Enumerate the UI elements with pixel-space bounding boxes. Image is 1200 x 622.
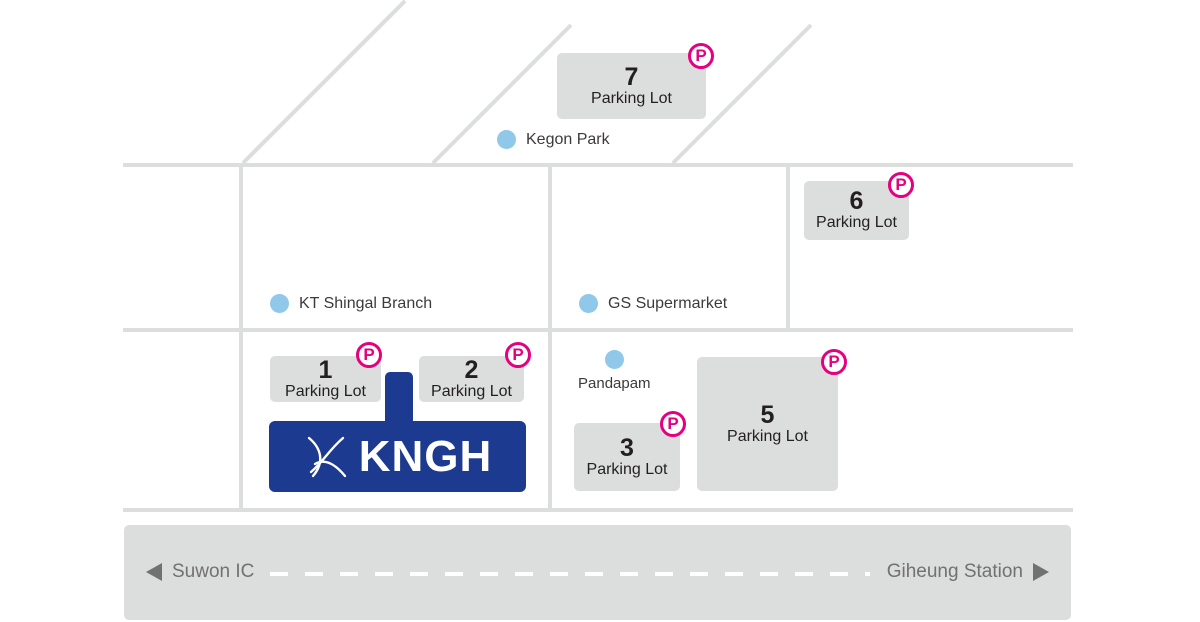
parking-icon: P: [688, 43, 714, 69]
parking-icon: P: [660, 411, 686, 437]
parking-lot-number: 2: [464, 355, 479, 384]
landmark-label: GS Supermarket: [608, 294, 728, 312]
parking-lot-label: Parking Lot: [586, 460, 668, 478]
landmark-gs-supermarket: GS Supermarket: [579, 294, 727, 313]
parking-lot-label: Parking Lot: [285, 382, 366, 400]
highway-lane-dashes: [270, 572, 870, 576]
parking-lot-number: 7: [624, 62, 639, 91]
hospital-name: KNGH: [358, 431, 493, 481]
hospital-building[interactable]: KNGH: [269, 421, 526, 492]
parking-lot-number: 5: [760, 400, 775, 429]
parking-lot-label: Parking Lot: [816, 214, 897, 231]
hospital-building-wing: [385, 372, 413, 427]
parking-lot-label: Parking Lot: [591, 89, 672, 107]
parking-lot-label: Parking Lot: [727, 427, 808, 445]
road-diagonal-3: [671, 23, 813, 165]
kngh-logo-icon: [307, 436, 346, 477]
parking-lot-2[interactable]: 2 Parking Lot: [419, 356, 524, 402]
road-diagonal-2: [431, 23, 573, 165]
parking-lot-label: Parking Lot: [431, 382, 512, 400]
parking-lot-number: 6: [849, 187, 864, 215]
arrow-right-icon: [1033, 563, 1049, 581]
parking-icon: P: [356, 342, 382, 368]
landmark-dot-icon: [270, 294, 289, 313]
parking-lot-number: 3: [620, 433, 634, 462]
landmark-label: Pandapam: [578, 375, 651, 392]
parking-icon: P: [505, 342, 531, 368]
highway-direction-right[interactable]: Giheung Station: [887, 561, 1049, 583]
landmark-dot-icon: [497, 130, 516, 149]
arrow-left-icon: [146, 563, 162, 581]
highway: Suwon IC Giheung Station: [124, 525, 1071, 620]
parking-lot-number: 1: [318, 355, 333, 384]
landmark-label: Kegon Park: [526, 130, 610, 148]
parking-lot-7[interactable]: 7 Parking Lot: [557, 53, 706, 119]
parking-icon: P: [888, 172, 914, 198]
landmark-label: KT Shingal Branch: [299, 294, 433, 312]
highway-left-label: Suwon IC: [172, 561, 255, 582]
road-diagonal-1: [241, 0, 407, 165]
highway-right-label: Giheung Station: [886, 561, 1023, 582]
parking-lot-5[interactable]: 5 Parking Lot: [697, 357, 838, 491]
highway-direction-left[interactable]: Suwon IC: [146, 561, 254, 583]
landmark-dot-icon: [579, 294, 598, 313]
landmark-dot-icon: [604, 350, 624, 369]
landmark-kt-shingal-branch: KT Shingal Branch: [270, 294, 432, 313]
landmark-pandapam: Pandapam: [578, 350, 651, 392]
parking-lot-3[interactable]: 3 Parking Lot: [574, 423, 680, 491]
landmark-kegon-park: Kegon Park: [497, 130, 610, 149]
parking-icon: P: [821, 349, 847, 375]
